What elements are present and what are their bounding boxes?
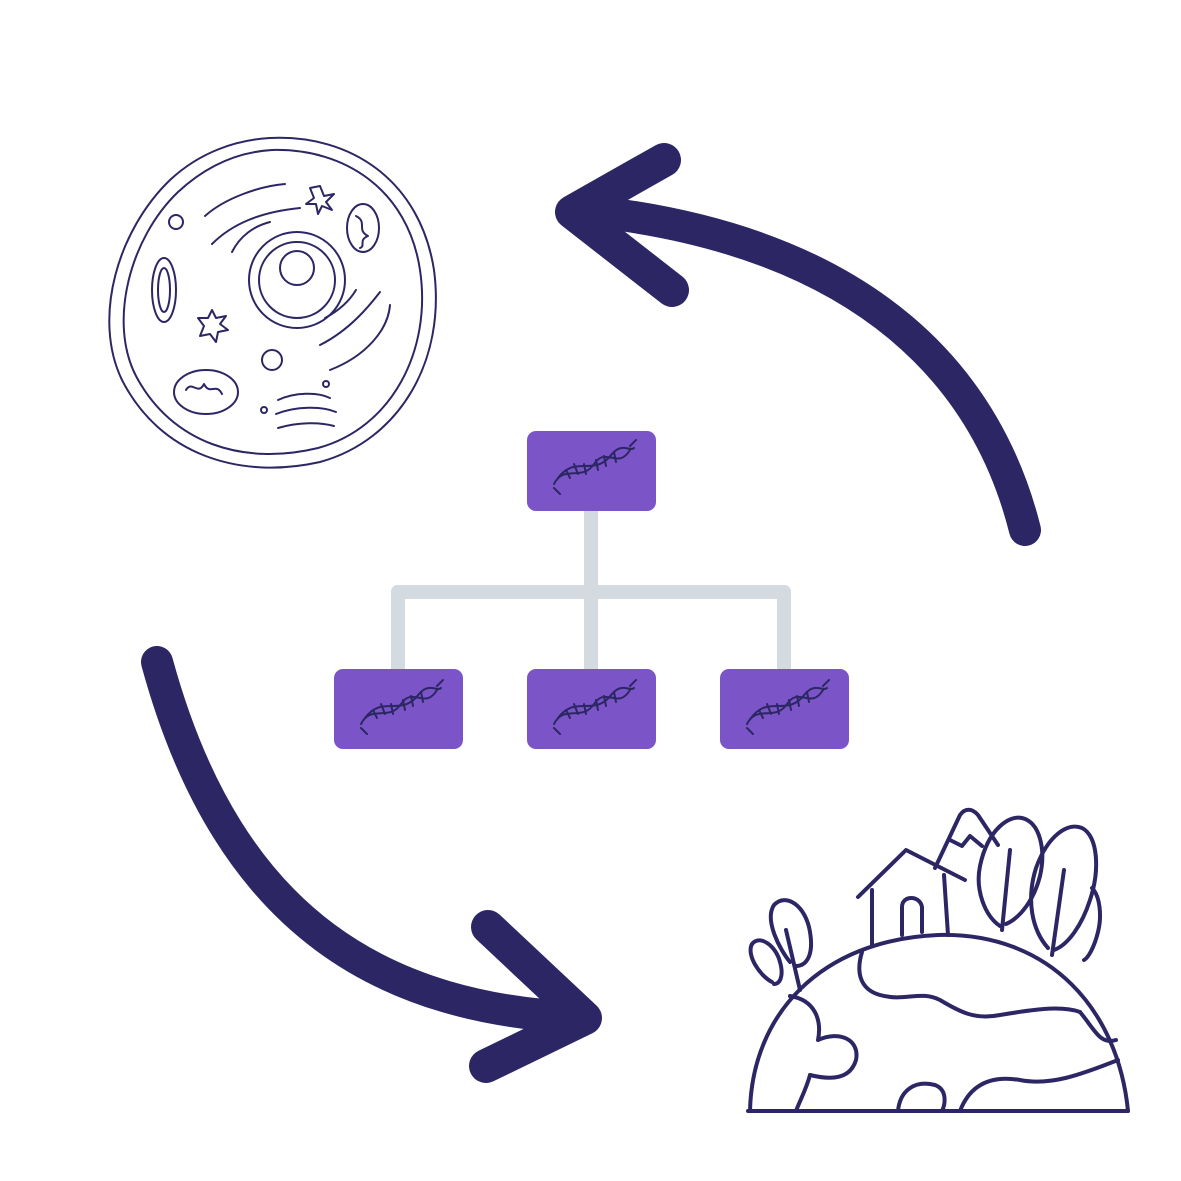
hierarchy-node-child-1 bbox=[334, 669, 463, 749]
node-box bbox=[527, 669, 656, 749]
node-box bbox=[527, 431, 656, 511]
curved-arrow-pointing-right-icon bbox=[141, 646, 602, 1083]
animal-cell-icon bbox=[108, 136, 437, 469]
hierarchy-node-child-2 bbox=[527, 669, 656, 749]
hierarchy-node-root bbox=[527, 431, 656, 511]
node-box bbox=[334, 669, 463, 749]
hierarchy-connectors bbox=[391, 498, 791, 679]
hierarchy-node-child-3 bbox=[720, 669, 849, 749]
curved-arrow-pointing-left-icon bbox=[555, 143, 1041, 546]
node-box bbox=[720, 669, 849, 749]
earth-with-house-and-trees-icon bbox=[746, 807, 1130, 1113]
